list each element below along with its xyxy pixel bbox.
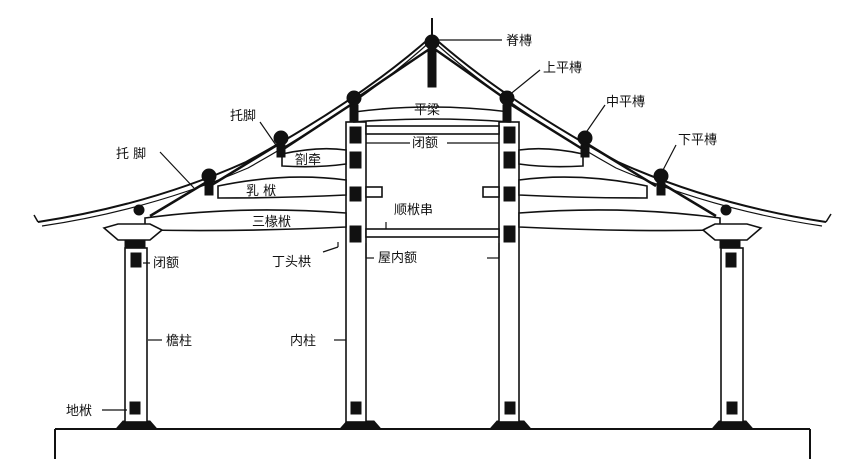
label-ji-tuan: 脊槫	[506, 34, 532, 49]
label-ru-fu: 乳 栿	[246, 184, 276, 199]
interior-beams	[365, 125, 500, 238]
roof-rafters	[33, 35, 832, 227]
label-lan-e-eave: 闭额	[153, 256, 179, 271]
label-tuo-jiao-lower: 托 脚	[116, 146, 146, 162]
label-di-fu: 地栿	[66, 404, 92, 419]
label-yan-zhu: 檐柱	[166, 334, 192, 349]
leader-lines	[102, 39, 677, 411]
foundation-platform	[54, 428, 811, 459]
label-nei-zhu: 内柱	[290, 333, 316, 349]
eave-column-left	[124, 247, 148, 423]
column-bases	[114, 420, 755, 430]
labels: 脊槫 上平槫 中平槫 下平槫 平梁 托脚 托 脚 劄牵 乳 栿 三椽栿 闭额 顺…	[66, 34, 717, 419]
label-ping-liang: 平梁	[414, 103, 440, 118]
label-zha-qian: 劄牵	[295, 152, 321, 168]
label-lan-e-interior: 闭额	[412, 136, 438, 151]
label-shang-ping-tuan: 上平槫	[543, 61, 582, 76]
label-shun-fu-chuan: 顺栿串	[394, 203, 433, 218]
label-zhong-ping-tuan: 中平槫	[606, 95, 645, 110]
eave-bracket-sets	[102, 223, 763, 249]
ru-fu-beams	[217, 176, 648, 199]
label-san-chuan-fu: 三椽栿	[252, 215, 291, 230]
inner-column-right	[498, 121, 520, 423]
eave-column-right	[720, 247, 744, 423]
ping-liang-beam	[353, 106, 511, 123]
zha-qian-beams	[281, 147, 584, 168]
inner-column-left	[345, 121, 367, 423]
label-ding-tou-gong: 丁头栱	[272, 255, 311, 270]
label-tuo-jiao-upper: 托脚	[230, 108, 256, 124]
label-xia-ping-tuan: 下平槫	[678, 133, 717, 148]
label-wu-nei-e: 屋内额	[378, 250, 417, 266]
